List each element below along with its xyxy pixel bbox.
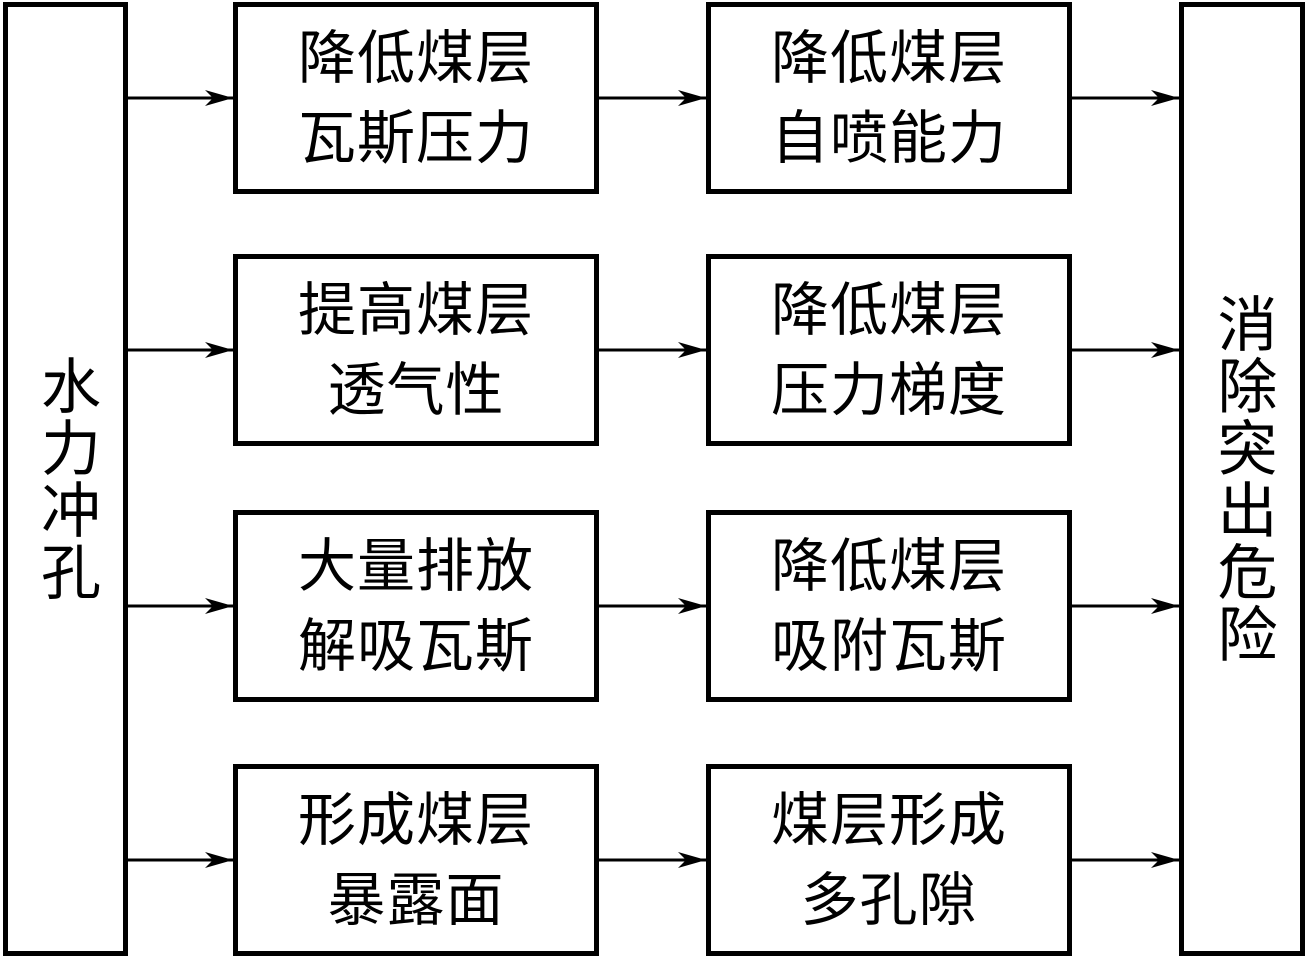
cause-box: 大量排放 解吸瓦斯 — [233, 510, 599, 702]
effect-label: 降低煤层 压力梯度 — [770, 276, 1007, 424]
source-box: 水力冲孔 — [3, 2, 128, 956]
cause-label: 降低煤层 瓦斯压力 — [297, 24, 534, 172]
target-label: 消除突出危险 — [1207, 293, 1277, 665]
effect-label: 降低煤层 自喷能力 — [770, 24, 1007, 172]
cause-box: 提高煤层 透气性 — [233, 254, 599, 446]
effect-box: 降低煤层 自喷能力 — [706, 2, 1072, 194]
target-box: 消除突出危险 — [1179, 2, 1305, 956]
cause-box: 形成煤层 暴露面 — [233, 764, 599, 956]
effect-label: 降低煤层 吸附瓦斯 — [770, 532, 1007, 680]
effect-box: 降低煤层 吸附瓦斯 — [706, 510, 1072, 702]
effect-box: 降低煤层 压力梯度 — [706, 254, 1072, 446]
cause-label: 大量排放 解吸瓦斯 — [297, 532, 534, 680]
cause-label: 提高煤层 透气性 — [297, 276, 534, 424]
source-label: 水力冲孔 — [30, 355, 101, 603]
cause-label: 形成煤层 暴露面 — [297, 786, 534, 934]
cause-box: 降低煤层 瓦斯压力 — [233, 2, 599, 194]
effect-box: 煤层形成 多孔隙 — [706, 764, 1072, 956]
effect-label: 煤层形成 多孔隙 — [770, 786, 1007, 934]
